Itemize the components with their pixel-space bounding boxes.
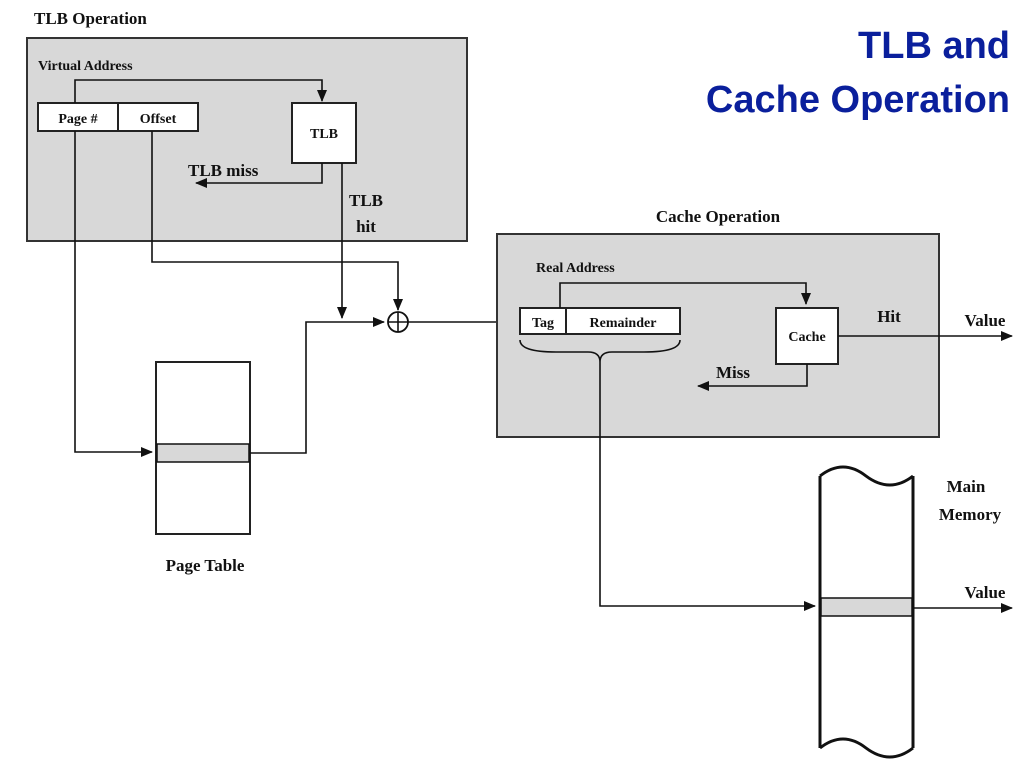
main-memory-bottom-edge — [819, 737, 914, 759]
offset-label: Offset — [140, 112, 177, 127]
cache-box-label: Cache — [788, 330, 825, 345]
offset-to-combiner-arrow — [151, 131, 403, 311]
tlb-operation-heading: TLB Operation — [34, 9, 147, 28]
tlb-hit-label-line1: TLB — [349, 191, 383, 210]
page-number-field — [37, 102, 119, 132]
tlb-miss-label: TLB miss — [188, 161, 259, 180]
real-address-label: Real Address — [536, 261, 615, 276]
tlb-miss-arrow — [195, 163, 323, 188]
cache-hit-label: Hit — [877, 307, 901, 326]
tlb-hit-label-line2: hit — [356, 217, 376, 236]
page-table-label: Page Table — [166, 556, 245, 575]
page-number-label: Page # — [58, 112, 97, 127]
main-memory-label-line1: Main — [947, 477, 986, 496]
main-memory-label-line2: Memory — [939, 505, 1002, 524]
cache-box — [775, 307, 839, 365]
tlb-operation-panel — [26, 37, 468, 242]
cache-value-label: Value — [965, 311, 1006, 330]
page-table-entry — [156, 443, 250, 463]
tag-label: Tag — [532, 316, 554, 331]
tag-to-cache-arrow — [559, 282, 811, 308]
tlb-box — [291, 102, 357, 164]
main-memory-entry — [820, 597, 913, 617]
virtual-address-label: Virtual Address — [38, 59, 133, 74]
address-to-main-memory-arrow — [599, 362, 816, 611]
cache-operation-heading: Cache Operation — [656, 207, 781, 226]
remainder-field — [565, 307, 681, 335]
remainder-label: Remainder — [590, 316, 657, 331]
slide-title-line1: TLB and — [858, 25, 1010, 67]
page-to-page-table-arrow — [74, 131, 153, 457]
page-table-to-combiner-arrow — [250, 317, 385, 454]
offset-field — [117, 102, 199, 132]
cache-miss-label: Miss — [716, 363, 750, 382]
main-memory-top-edge — [819, 465, 914, 487]
tag-field — [519, 307, 567, 335]
page-to-tlb-arrow — [74, 79, 327, 103]
cache-miss-arrow — [697, 364, 808, 391]
main-memory-value-label: Value — [965, 583, 1006, 602]
slide-title-line2: Cache Operation — [706, 79, 1010, 121]
tlb-box-label: TLB — [310, 127, 338, 142]
